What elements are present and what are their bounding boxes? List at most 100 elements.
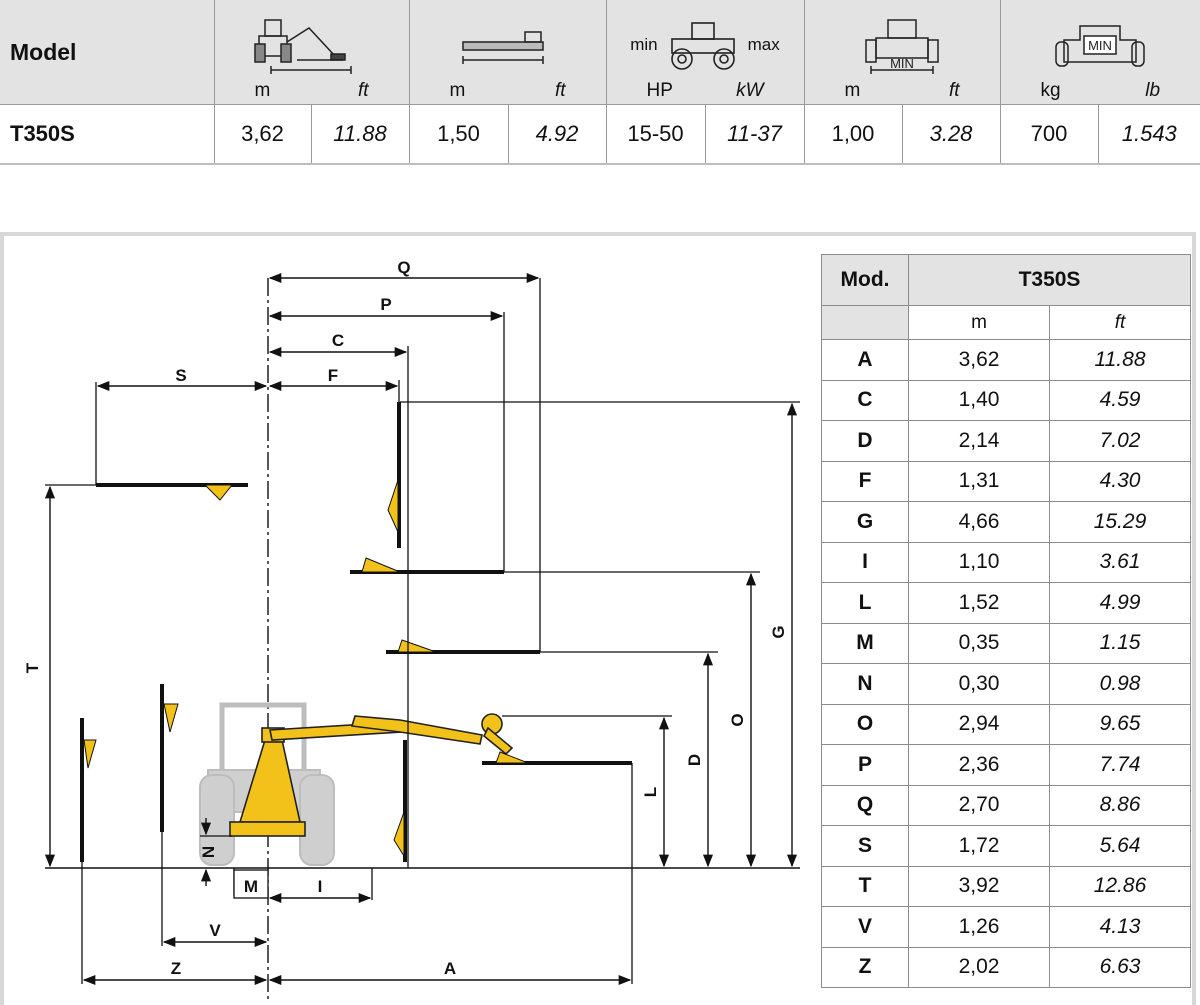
dim-imperial-value: 8.86 [1049,784,1191,826]
dim-imperial-value: 4.13 [1049,906,1191,948]
label-A: A [444,959,456,978]
dim-label: S [821,825,909,867]
dim-metric-value: 3,92 [908,865,1050,907]
unit-imperial: ft [357,80,369,101]
power-kw: 11-37 [705,104,805,165]
dim-metric-value: 0,35 [908,622,1050,664]
model-name: T350S [0,104,215,165]
mower-head-vertical-up [387,402,401,548]
dim-metric-value: 1,72 [908,825,1050,867]
dim-label: N [821,663,909,705]
width-ft: 4.92 [508,104,607,165]
spec-header-row: Model [0,0,1200,105]
dim-imperial-value: 12.86 [1049,865,1191,907]
mower-head-working [482,751,632,765]
dim-imperial-value: 15.29 [1049,501,1191,543]
extension-lines [45,278,800,984]
label-S: S [175,366,186,385]
label-Q: Q [397,258,410,277]
mower-head-vertical-down [393,740,407,862]
label-Z: Z [171,959,181,978]
unit-metric: HP [646,80,673,101]
dim-label: F [821,460,909,502]
reach-m: 3,62 [214,104,312,165]
dimension-labels: Q P C F S T G O D L N M I V Z A [23,258,788,978]
dim-imperial-value: 7.02 [1049,420,1191,462]
mower-frame [229,713,514,837]
dim-metric-value: 4,66 [908,501,1050,543]
mower-head-back-high [96,483,248,501]
min-label: MIN [1088,38,1112,53]
track-ft: 3.28 [902,104,1001,165]
label-O: O [728,713,747,726]
dimension-lines [44,272,798,986]
dim-imperial-value: 4.99 [1049,582,1191,624]
dim-metric-value: 2,36 [908,744,1050,786]
dim-label: Q [821,784,909,826]
dim-imperial-value: 9.65 [1049,703,1191,745]
dim-metric-value: 0,30 [908,663,1050,705]
dim-label: M [821,622,909,664]
mower-head-back-mid [160,684,179,832]
label-F: F [328,366,338,385]
label-P: P [380,295,391,314]
min-label: min [630,35,658,54]
dim-label: I [821,541,909,583]
dim-label: V [821,906,909,948]
unit-imperial: kW [736,80,764,101]
dim-label: C [821,379,909,421]
track-width-icon: MIN [865,19,939,74]
reach-ft: 11.88 [311,104,410,165]
unit-imperial: ft [948,80,960,101]
mower-head-mid [386,639,540,654]
dim-metric-value: 1,31 [908,460,1050,502]
dim-metric-value: 2,14 [908,420,1050,462]
label-M: M [244,877,258,896]
dim-M-box [233,869,269,899]
dim-table-units: m ft [821,305,1191,340]
dim-metric-value: 1,10 [908,541,1050,583]
spec-header-track: MIN m ft [804,0,1001,105]
dim-label: A [821,339,909,381]
dim-metric-value: 1,52 [908,582,1050,624]
dim-imperial-value: 11.88 [1049,339,1191,381]
dim-table-header: Mod. T350S [821,254,1191,306]
label-D: D [685,754,704,766]
label-V: V [209,921,221,940]
mower-head-back-left [80,718,97,862]
unit-imperial: lb [1145,80,1161,101]
dim-imperial-value: 7.74 [1049,744,1191,786]
unit-imperial: ft [554,80,566,101]
min-label: MIN [890,56,914,71]
label-G: G [769,625,788,638]
label-N: N [199,846,218,858]
unit-metric: m [449,80,466,101]
dimension-diagram: Q P C F S T G O D L N M I V Z A [23,258,800,1000]
dim-label: O [821,703,909,745]
width-m: 1,50 [409,104,509,165]
dim-metric-value: 3,62 [908,339,1050,381]
dim-imperial-value: 6.63 [1049,946,1191,988]
max-label: max [747,35,780,54]
tractor-power-icon [670,22,735,70]
model-header: Model [0,0,215,105]
label-C: C [332,331,344,350]
dim-imperial-value: 5.64 [1049,825,1191,867]
label-I: I [318,877,323,896]
cutting-width-icon [461,31,544,64]
unit-imperial: ft [1049,305,1191,340]
